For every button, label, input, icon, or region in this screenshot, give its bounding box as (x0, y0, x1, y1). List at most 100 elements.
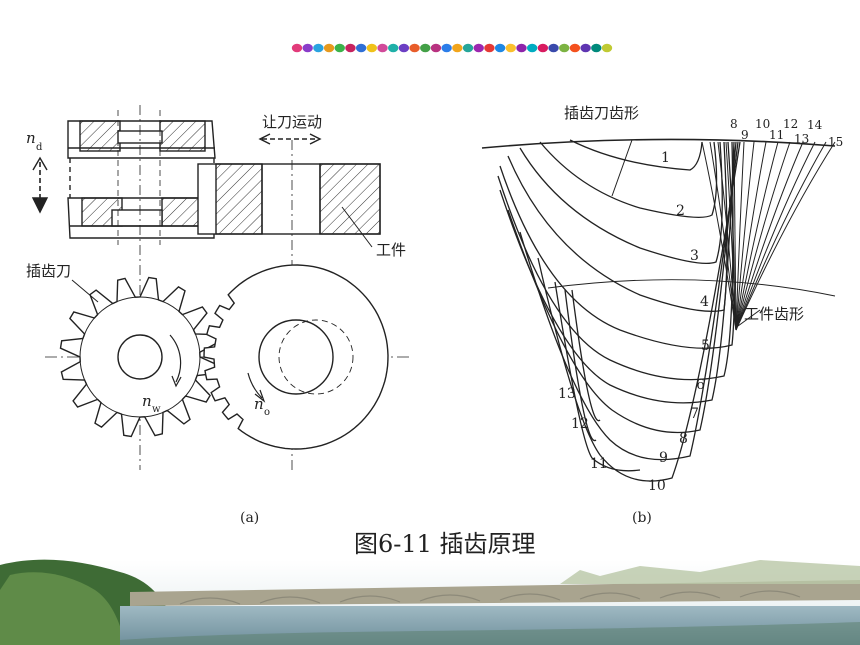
workpiece-profile-line (725, 141, 737, 331)
decor-dot (345, 43, 356, 53)
workpiece-profile-line (735, 141, 767, 331)
cutter-curve-number: 3 (690, 248, 699, 264)
panel-a-label: (a) (240, 510, 259, 526)
decor-dot (420, 43, 431, 53)
cutter-speed-subscript: d (36, 142, 43, 153)
cutter-profile-curve (564, 289, 597, 442)
top-curve-number: 15 (828, 135, 843, 149)
workpiece-profile-lines (701, 141, 836, 331)
cutter-curve-number: 7 (690, 406, 699, 422)
cutter-label: 插齿刀 (26, 262, 71, 280)
decor-dot (366, 43, 378, 53)
workpiece-profile-line (733, 141, 737, 331)
decor-dot (409, 43, 420, 53)
decor-dot (526, 43, 538, 53)
cutter-profile-curve (539, 141, 718, 218)
cutter-profile-curve (554, 281, 641, 472)
decor-dot (505, 43, 516, 53)
top-curve-number: 12 (783, 117, 798, 131)
cutter-profile-curves (497, 139, 741, 482)
workpiece-rotation-subscript: o (264, 407, 270, 418)
workpiece-profile-line (717, 141, 737, 331)
workpiece-profile-line (735, 141, 816, 331)
vertical-motion-arrow (31, 156, 49, 214)
workpiece-profile-line (701, 141, 737, 331)
decor-dot (548, 43, 559, 53)
cutter-section-lower (67, 197, 215, 239)
workpiece-profile-line (709, 141, 737, 331)
top-curve-number: 13 (794, 132, 809, 146)
decor-dot (430, 43, 442, 53)
decor-dot (559, 43, 570, 53)
retract-motion-label: 让刀运动 (262, 113, 322, 131)
decor-dot (591, 43, 602, 53)
bridge-scenery-banner (0, 559, 860, 645)
decor-dot (462, 43, 474, 53)
cutter-curve-number: 11 (590, 456, 608, 472)
workpiece-profile-line (735, 141, 804, 331)
panel-b-label: (b) (632, 510, 652, 526)
cutter-rotation-label: n (142, 392, 152, 410)
workpiece-profile-line (735, 141, 779, 331)
decor-dot (313, 43, 324, 53)
top-curve-number: 9 (741, 128, 749, 142)
cutter-profile-curve (499, 141, 735, 349)
workpiece-profile-line (735, 141, 755, 331)
top-curve-number: 10 (755, 117, 770, 131)
cutter-curve-number: 9 (659, 450, 668, 466)
decor-dot (388, 43, 399, 53)
cutter-curve-number: 6 (696, 377, 705, 393)
cutter-curve-number: 12 (571, 416, 589, 432)
decor-dot (377, 43, 388, 53)
cutter-curve-number: 1 (661, 150, 670, 166)
top-circle-arc (481, 138, 836, 149)
cutter-profile-label: 插齿刀齿形 (564, 104, 639, 122)
decor-dot (537, 43, 549, 53)
cutter-section-upper (67, 120, 216, 159)
decor-dot (441, 43, 452, 53)
workpiece-profile-label: 工件齿形 (744, 305, 804, 323)
figure-caption: 图6-11 插齿原理 (354, 530, 536, 558)
diagram-a (31, 105, 410, 470)
cutter-speed-label: n (26, 129, 36, 147)
decor-dot (580, 43, 591, 53)
workpiece-profile-line (735, 141, 827, 331)
diagram-b (481, 138, 836, 482)
top-curve-number: 14 (807, 118, 823, 132)
decor-dot (398, 43, 410, 53)
decor-dot (452, 43, 463, 53)
workpiece-profile-line (735, 141, 745, 331)
decorative-dot-row (291, 43, 613, 53)
decor-dot (569, 43, 581, 53)
decor-dot (355, 43, 367, 53)
decor-dot (323, 43, 335, 53)
decor-dot (473, 43, 484, 53)
decor-dot (302, 43, 313, 53)
workpiece-profile-line (735, 141, 791, 331)
workpiece-disk (203, 264, 389, 450)
cutter-profile-curve (571, 289, 601, 422)
decor-dot (334, 43, 345, 53)
decor-dot (516, 43, 527, 53)
workpiece-profile-line (735, 141, 836, 331)
cutter-rotation-subscript: w (152, 404, 161, 415)
cutter-curve-number: 5 (701, 338, 710, 354)
cutter-profile-curve (519, 141, 723, 265)
cutter-profile-curve (537, 141, 741, 482)
workpiece-section (197, 163, 381, 235)
workpiece-rotation-label: n (254, 395, 264, 413)
decor-dot (291, 43, 303, 53)
cutter-root-circle (79, 296, 201, 418)
top-curve-number: 8 (730, 117, 738, 131)
workpiece-label: 工件 (376, 241, 406, 259)
decor-dot (601, 43, 613, 53)
pitch-circle-arc (547, 279, 836, 297)
cutter-profile-curve (569, 139, 703, 171)
decor-dot (484, 43, 495, 53)
cutter-curve-number: 2 (676, 203, 685, 219)
decor-dot (494, 43, 506, 53)
cutter-curve-number: 13 (558, 386, 576, 402)
